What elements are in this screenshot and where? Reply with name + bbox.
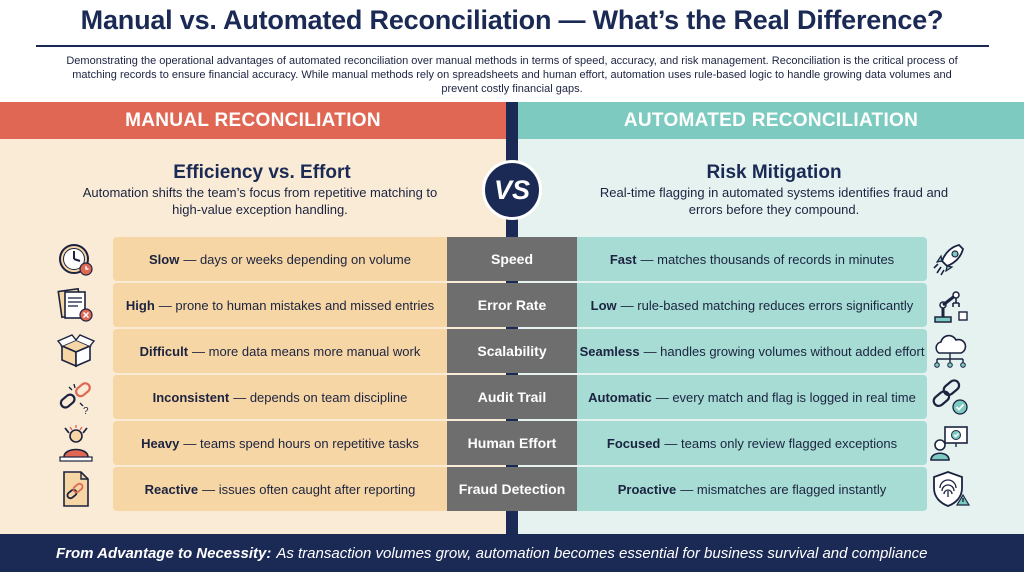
auto-text: — rule-based matching reduces errors sig… xyxy=(620,297,914,313)
auto-key: Proactive xyxy=(617,481,677,497)
robot-arm-icon xyxy=(929,285,971,325)
auto-text: — mismatches are flagged instantly xyxy=(680,481,887,497)
comparison-row-error-rate: High— prone to human mistakes and missed… xyxy=(0,283,1024,327)
right-section-title: Risk Mitigation xyxy=(706,162,842,183)
automated-header: AUTOMATED RECONCILIATION xyxy=(518,102,1024,139)
broken-link-icon: ? xyxy=(56,377,96,417)
comparison-row-speed: Slow— days or weeks depending on volume … xyxy=(0,237,1024,281)
intro-text: Demonstrating the operational advantages… xyxy=(66,55,958,95)
manual-text: — prone to human mistakes and missed ent… xyxy=(158,297,435,313)
left-desc-line-1: Automation shifts the team’s focus from … xyxy=(82,185,438,200)
manual-cell-fraud-detection: Reactive— issues often caught after repo… xyxy=(113,467,447,511)
manual-key: Reactive xyxy=(144,481,199,497)
manual-cell-scalability: Difficult— more data means more manual w… xyxy=(113,329,447,373)
left-desc-line-2: high-value exception handling. xyxy=(172,202,348,217)
manual-cell-audit-trail: Inconsistent— depends on team discipline xyxy=(113,375,447,419)
documents-error-icon xyxy=(56,285,96,325)
cloud-network-icon xyxy=(929,331,971,371)
comparison-row-scalability: Difficult— more data means more manual w… xyxy=(0,329,1024,373)
auto-cell-error-rate: Low— rule-based matching reduces errors … xyxy=(577,283,927,327)
manual-cell-speed: Slow— days or weeks depending on volume xyxy=(113,237,447,281)
footer-lead: From Advantage to Necessity: xyxy=(56,544,272,562)
stressed-person-icon xyxy=(56,423,96,463)
manual-key: Difficult xyxy=(139,343,189,359)
auto-text: — teams only review flagged exceptions xyxy=(664,435,898,451)
vs-badge: VS xyxy=(482,160,542,220)
right-section-desc: Real-time flagging in automated systems … xyxy=(552,184,996,218)
auto-cell-human-effort: Focused— teams only review flagged excep… xyxy=(577,421,927,465)
criterion-error-rate: Error Rate xyxy=(447,283,577,327)
manual-text: — teams spend hours on repetitive tasks xyxy=(183,435,419,451)
right-desc-line-2: errors before they compound. xyxy=(688,202,860,217)
rocket-icon xyxy=(929,239,971,279)
person-monitor-check-icon xyxy=(929,423,971,463)
open-box-icon xyxy=(56,331,96,371)
auto-text: — matches thousands of records in minute… xyxy=(640,251,895,267)
comparison-row-human-effort: Heavy— teams spend hours on repetitive t… xyxy=(0,421,1024,465)
criterion-speed: Speed xyxy=(447,237,577,281)
auto-text: — every match and flag is logged in real… xyxy=(655,389,916,405)
link-check-icon xyxy=(929,377,971,417)
left-section-desc: Automation shifts the team’s focus from … xyxy=(40,184,480,218)
manual-text: — days or weeks depending on volume xyxy=(183,251,411,267)
title-divider xyxy=(36,45,989,47)
auto-text: — handles growing volumes without added … xyxy=(643,343,925,359)
manual-cell-human-effort: Heavy— teams spend hours on repetitive t… xyxy=(113,421,447,465)
right-desc-line-1: Real-time flagging in automated systems … xyxy=(599,185,949,200)
footer-banner: From Advantage to Necessity: As transact… xyxy=(0,534,1024,572)
auto-key: Fast xyxy=(609,251,637,267)
manual-text: — depends on team discipline xyxy=(233,389,408,405)
manual-cell-error-rate: High— prone to human mistakes and missed… xyxy=(113,283,447,327)
auto-key: Automatic xyxy=(588,389,652,405)
left-section-title: Efficiency vs. Effort xyxy=(173,162,351,183)
manual-key: Heavy xyxy=(141,435,180,451)
shield-fingerprint-icon xyxy=(929,469,971,509)
document-link-icon xyxy=(56,469,96,509)
footer-text: As transaction volumes grow, automation … xyxy=(276,544,928,562)
auto-key: Low xyxy=(590,297,617,313)
auto-cell-speed: Fast— matches thousands of records in mi… xyxy=(577,237,927,281)
auto-cell-fraud-detection: Proactive— mismatches are flagged instan… xyxy=(577,467,927,511)
auto-key: Focused xyxy=(606,435,661,451)
criterion-fraud-detection: Fraud Detection xyxy=(447,467,577,511)
criterion-scalability: Scalability xyxy=(447,329,577,373)
manual-text: — issues often caught after reporting xyxy=(202,481,416,497)
comparison-row-fraud-detection: Reactive— issues often caught after repo… xyxy=(0,467,1024,511)
comparison-row-audit-trail: ? Inconsistent— depends on team discipli… xyxy=(0,375,1024,419)
manual-key: High xyxy=(125,297,155,313)
criterion-audit-trail: Audit Trail xyxy=(447,375,577,419)
page-title: Manual vs. Automated Reconciliation — Wh… xyxy=(80,5,944,35)
auto-cell-scalability: Seamless— handles growing volumes withou… xyxy=(577,329,927,373)
manual-key: Inconsistent xyxy=(152,389,230,405)
manual-key: Slow xyxy=(149,251,180,267)
clock-icon xyxy=(56,239,96,279)
criterion-human-effort: Human Effort xyxy=(447,421,577,465)
manual-text: — more data means more manual work xyxy=(192,343,421,359)
svg-text:?: ? xyxy=(83,406,89,417)
auto-key: Seamless xyxy=(579,343,640,359)
manual-header: MANUAL RECONCILIATION xyxy=(0,102,506,139)
auto-cell-audit-trail: Automatic— every match and flag is logge… xyxy=(577,375,927,419)
